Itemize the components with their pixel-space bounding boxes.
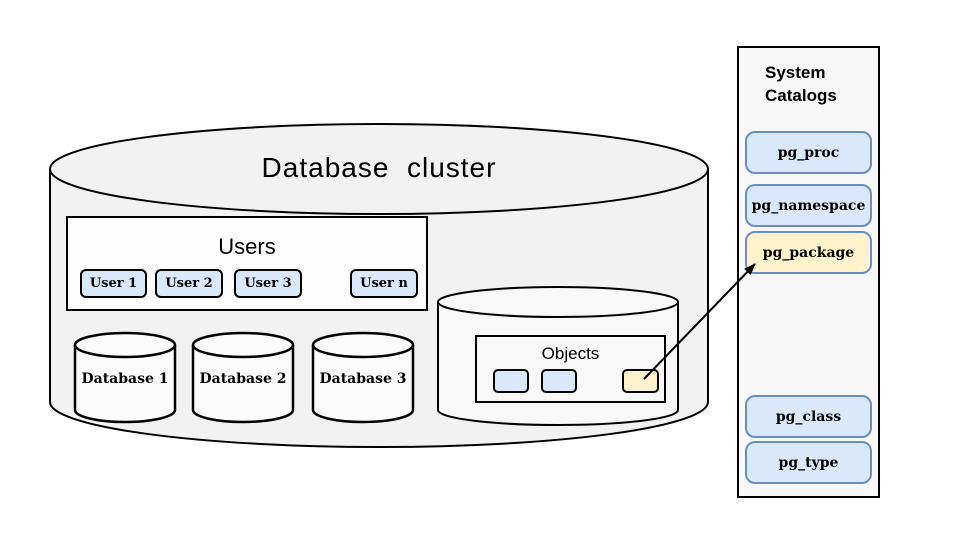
- database-3-cylinder: [311, 331, 415, 424]
- database-1-cylinder: [73, 331, 177, 424]
- user-1-node: User 1: [80, 269, 147, 298]
- objects-title: Objects: [541, 344, 600, 363]
- users-title: Users: [218, 234, 276, 259]
- database-3-label: Database 3: [319, 371, 407, 387]
- catalog-pg-type: pg_type: [745, 441, 872, 484]
- object-item-2: [541, 369, 577, 393]
- catalog-pg-class: pg_class: [745, 395, 872, 438]
- catalog-pg-package: pg_package: [745, 231, 872, 274]
- cluster-title: Database cluster: [261, 152, 497, 183]
- catalog-pg-proc: pg_proc: [745, 131, 872, 174]
- user-3-node: User 3: [234, 269, 302, 298]
- catalog-pg-namespace: pg_namespace: [745, 184, 872, 227]
- object-item-yellow: [622, 369, 659, 393]
- database-2-label: Database 2: [199, 371, 287, 387]
- database-2-cylinder: [191, 331, 295, 424]
- object-item-1: [493, 369, 529, 393]
- objects-box: Objects: [475, 335, 666, 403]
- database-1-label: Database 1: [81, 371, 169, 387]
- system-catalogs-title: System Catalogs: [765, 63, 837, 105]
- user-n-node: User n: [350, 269, 418, 298]
- user-2-node: User 2: [155, 269, 223, 298]
- users-box: Users User 1 User 2 User 3 User n: [66, 216, 428, 311]
